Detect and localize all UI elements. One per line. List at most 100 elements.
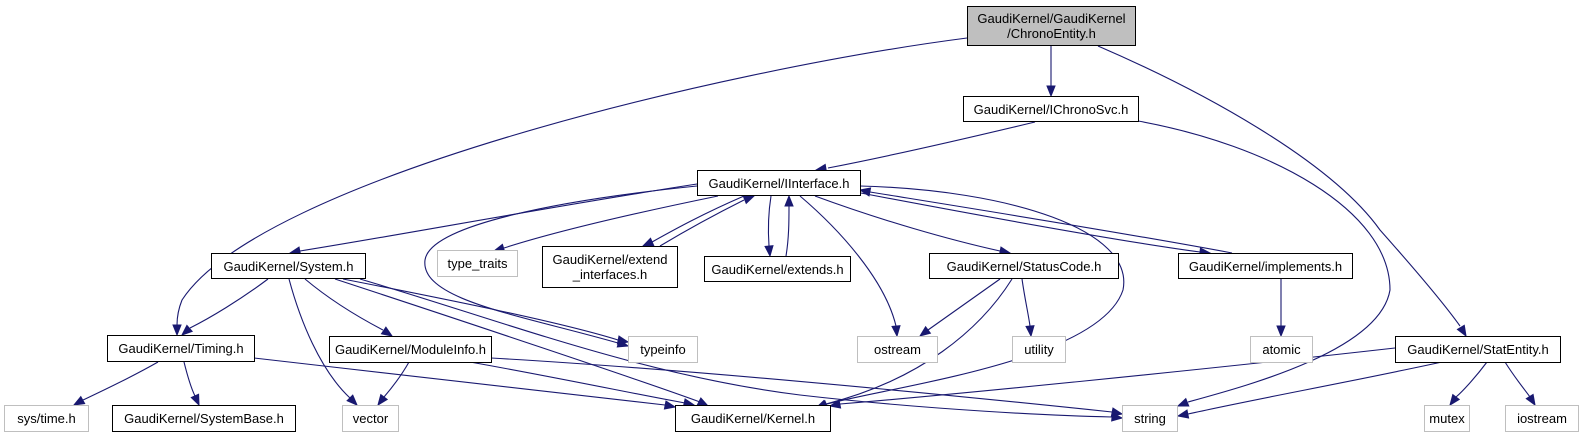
arrowhead-icon: [380, 326, 394, 337]
edge-line: [334, 278, 701, 403]
edge-moduleinfo-to-vector: [377, 361, 410, 407]
edge-line: [827, 121, 1036, 169]
arrowhead-icon: [1276, 325, 1286, 338]
node-atomic[interactable]: atomic: [1250, 336, 1313, 363]
edge-line: [825, 278, 1013, 405]
arrowhead-icon: [784, 194, 794, 207]
node-typeinfo[interactable]: typeinfo: [628, 336, 698, 363]
edge-line: [869, 191, 1233, 254]
edge-extend_interfaces-to-iinterface: [659, 195, 756, 247]
edge-system-to-vector: [288, 278, 358, 406]
arrowhead-icon: [72, 395, 86, 406]
edge-iinterface-to-extend_interfaces: [641, 195, 745, 247]
arrowhead-icon: [764, 245, 774, 258]
node-system[interactable]: GaudiKernel/System.h: [211, 253, 366, 279]
edge-statuscode-to-utility: [1021, 278, 1035, 338]
edge-line: [651, 195, 745, 243]
node-kernel[interactable]: GaudiKernel/Kernel.h: [675, 405, 831, 432]
edge-iinterface-to-implements: [844, 189, 1212, 257]
edge-iinterface-to-statuscode: [814, 195, 1012, 256]
edge-line: [183, 361, 196, 397]
edge-line: [659, 199, 745, 247]
edge-iinterface-to-ostream: [799, 195, 901, 338]
edge-line: [342, 278, 619, 341]
node-iostream[interactable]: iostream: [1505, 405, 1579, 432]
edge-line: [359, 278, 1113, 418]
arrowhead-icon: [1176, 397, 1190, 407]
edge-extends-to-iinterface: [784, 194, 794, 257]
node-systembase[interactable]: GaudiKernel/SystemBase.h: [112, 405, 296, 432]
node-chronoentity[interactable]: GaudiKernel/GaudiKernel /ChronoEntity.h: [967, 6, 1136, 46]
edge-line: [288, 278, 351, 399]
node-statuscode[interactable]: GaudiKernel/StatusCode.h: [929, 253, 1119, 279]
arrowhead-icon: [190, 393, 200, 407]
edge-line: [814, 195, 1001, 252]
edge-line: [1137, 120, 1391, 403]
arrowhead-icon: [858, 187, 872, 197]
edge-ichronosvc-to-string: [1137, 120, 1391, 407]
edge-line: [785, 205, 790, 257]
arrowhead-icon: [641, 237, 655, 247]
edge-statuscode-to-ostream: [918, 278, 1001, 337]
edge-line: [82, 361, 159, 401]
node-statentity[interactable]: GaudiKernel/StatEntity.h: [1395, 336, 1561, 363]
node-ichronosvc[interactable]: GaudiKernel/IChronoSvc.h: [963, 96, 1139, 122]
node-extends[interactable]: GaudiKernel/extends.h: [704, 256, 851, 282]
edge-line: [799, 195, 897, 327]
edge-chronoentity-to-statentity: [1097, 45, 1467, 338]
edge-line: [1504, 361, 1531, 398]
node-timing[interactable]: GaudiKernel/Timing.h: [107, 335, 255, 362]
edge-line: [1187, 361, 1443, 415]
arrowhead-icon: [1456, 324, 1467, 338]
edge-line: [927, 278, 1001, 331]
edge-line: [826, 185, 1125, 405]
node-vector[interactable]: vector: [342, 405, 399, 432]
edge-system-to-timing: [180, 278, 269, 336]
edge-timing-to-systembase: [183, 361, 200, 407]
edge-statentity-to-string: [1176, 361, 1443, 419]
edge-line: [299, 183, 698, 252]
arrowhead-icon: [1046, 85, 1056, 98]
arrowhead-icon: [828, 399, 842, 409]
node-ostream[interactable]: ostream: [857, 336, 938, 363]
edge-statentity-to-iostream: [1504, 361, 1536, 407]
arrowhead-icon: [377, 393, 389, 407]
edge-line: [469, 361, 686, 404]
edge-line: [490, 357, 1113, 413]
arrowhead-icon: [1110, 407, 1124, 417]
edge-iinterface-to-extends: [764, 195, 774, 258]
edge-line: [844, 189, 1201, 253]
arrowhead-icon: [1525, 393, 1536, 407]
edge-line: [253, 357, 666, 406]
arrowhead-icon: [1025, 325, 1035, 338]
node-moduleinfo[interactable]: GaudiKernel/ModuleInfo.h: [329, 336, 492, 363]
arrowhead-icon: [1449, 393, 1461, 407]
edge-iinterface-to-kernel: [815, 185, 1125, 409]
edge-line: [1021, 278, 1031, 327]
node-string[interactable]: string: [1122, 405, 1178, 432]
node-implements[interactable]: GaudiKernel/implements.h: [1178, 253, 1353, 279]
edge-line: [767, 195, 772, 247]
node-extend-interfaces[interactable]: GaudiKernel/extend _interfaces.h: [542, 246, 678, 288]
edge-implements-to-iinterface: [858, 187, 1233, 254]
edge-line: [176, 37, 968, 326]
arrowhead-icon: [742, 195, 756, 205]
edge-line: [503, 195, 719, 249]
edge-ichronosvc-to-iinterface: [814, 121, 1036, 173]
arrowhead-icon: [891, 325, 901, 338]
node-mutex[interactable]: mutex: [1424, 405, 1470, 432]
node-type-traits[interactable]: type_traits: [437, 250, 518, 277]
edge-line: [1455, 361, 1488, 398]
arrowhead-icon: [663, 400, 677, 410]
node-iinterface[interactable]: GaudiKernel/IInterface.h: [697, 170, 861, 196]
edge-moduleinfo-to-string: [490, 357, 1124, 417]
edge-line: [383, 361, 410, 398]
arrowhead-icon: [180, 324, 194, 336]
edge-timing-to-systime: [72, 361, 159, 406]
arrowhead-icon: [346, 394, 358, 406]
node-sys-time[interactable]: sys/time.h: [4, 405, 89, 432]
node-utility[interactable]: utility: [1012, 336, 1066, 363]
arrowhead-icon: [172, 324, 182, 337]
